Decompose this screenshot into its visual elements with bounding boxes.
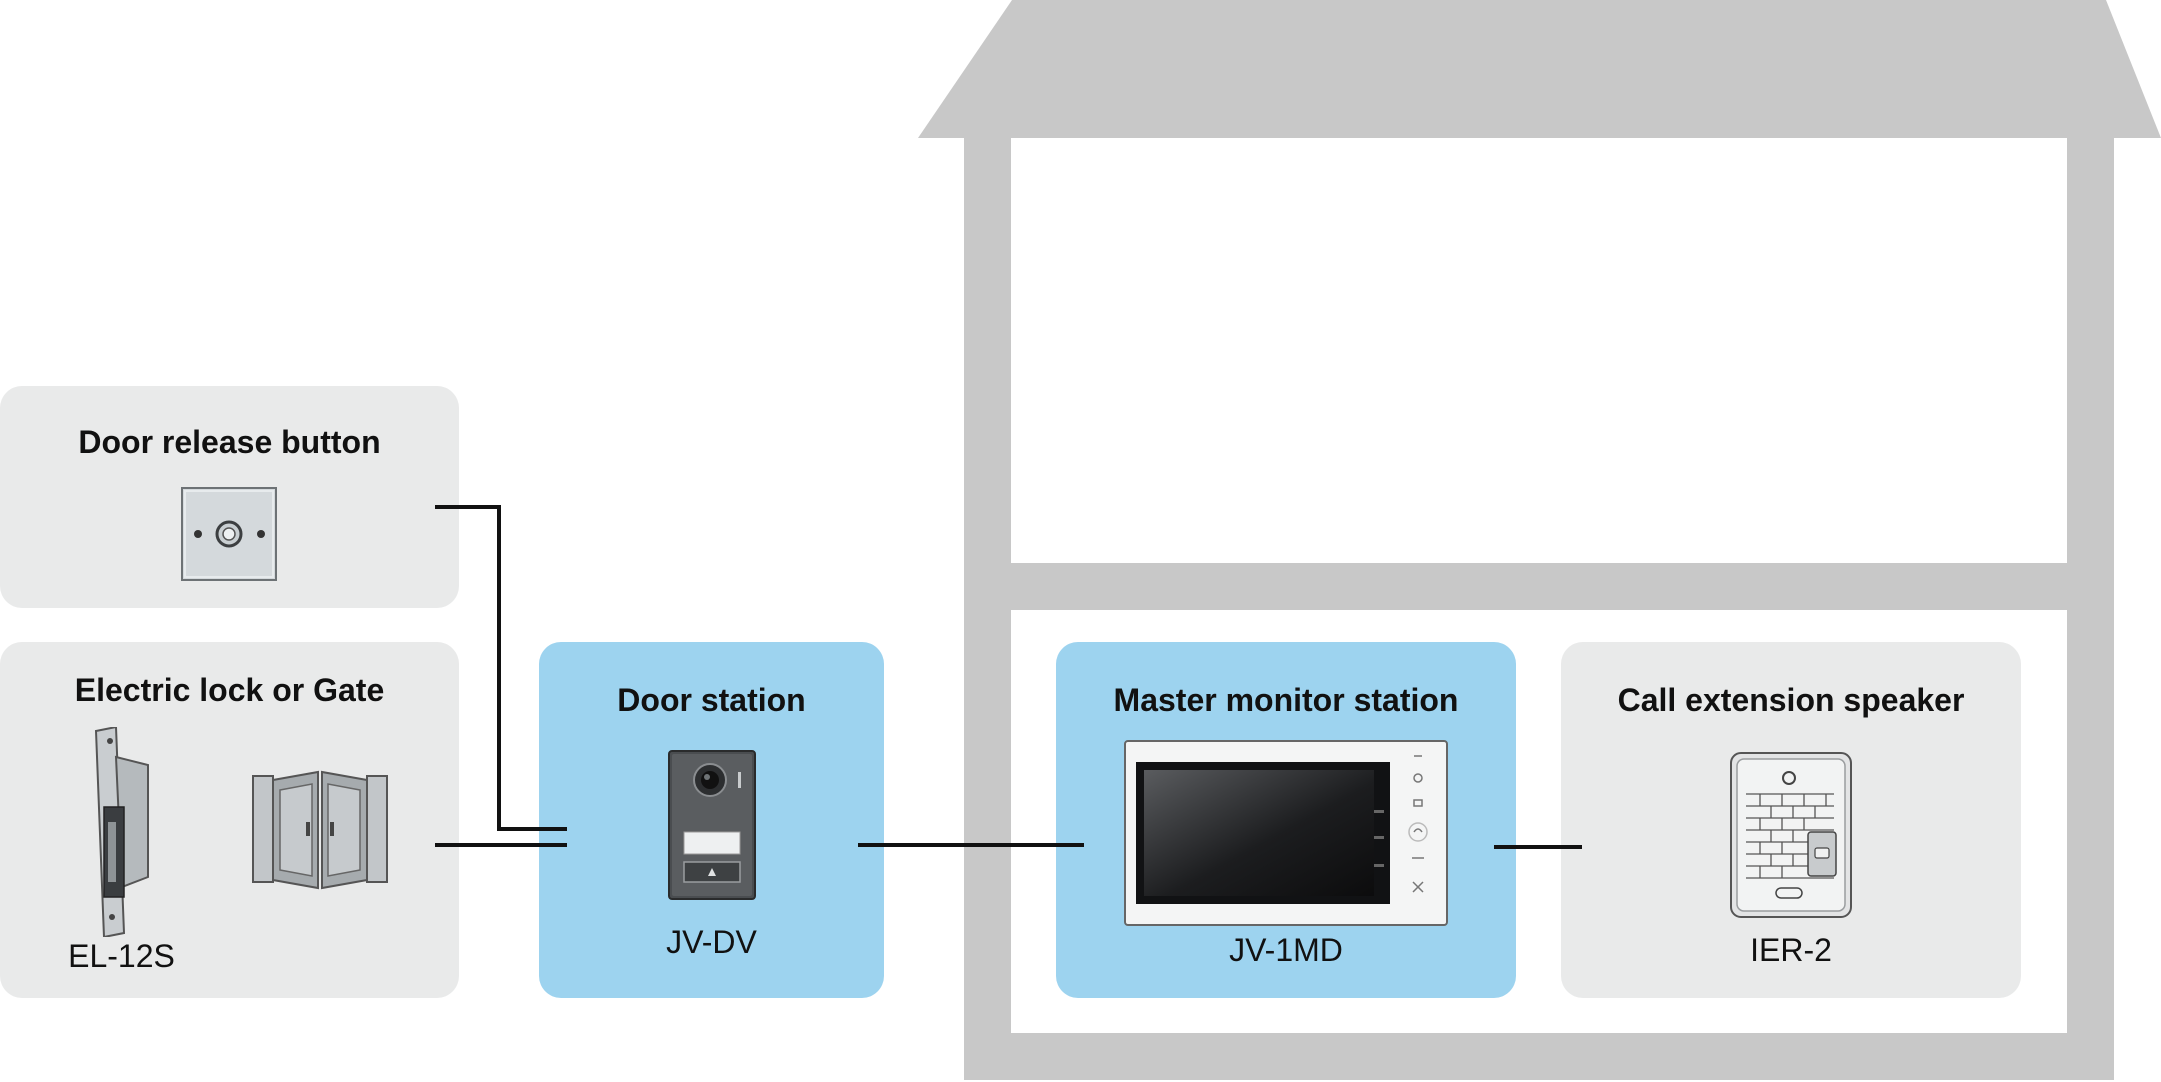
video-monitor-icon [1124,740,1448,926]
door-station-model: JV-DV [666,924,757,960]
master-monitor-title: Master monitor station [1113,682,1459,718]
master-monitor-model: JV-1MD [1229,932,1343,968]
push-button-plate-icon [181,487,277,581]
call-extension-card: Call extension speaker [1561,642,2021,998]
door-release-title: Door release button [78,424,381,460]
house-ground [964,1033,2114,1080]
call-extension-model: IER-2 [1750,932,1832,968]
speaker-box-icon [1730,752,1852,918]
door-station-title: Door station [617,682,806,718]
electric-lock-card: Electric lock or Gate EL-12S [0,642,459,998]
door-station-card: Door station JV-DV [539,642,884,998]
electric-lock-model: EL-12S [68,938,175,974]
house-floor-divider [964,563,2114,610]
electric-strike-icon [92,725,154,939]
door-station-panel-icon [668,750,756,900]
electric-lock-title: Electric lock or Gate [74,672,385,708]
door-release-card: Door release button [0,386,459,608]
master-monitor-card: Master monitor station [1056,642,1516,998]
house-roof [918,0,2161,138]
double-gate-icon [252,770,388,890]
call-extension-title: Call extension speaker [1617,682,1965,718]
